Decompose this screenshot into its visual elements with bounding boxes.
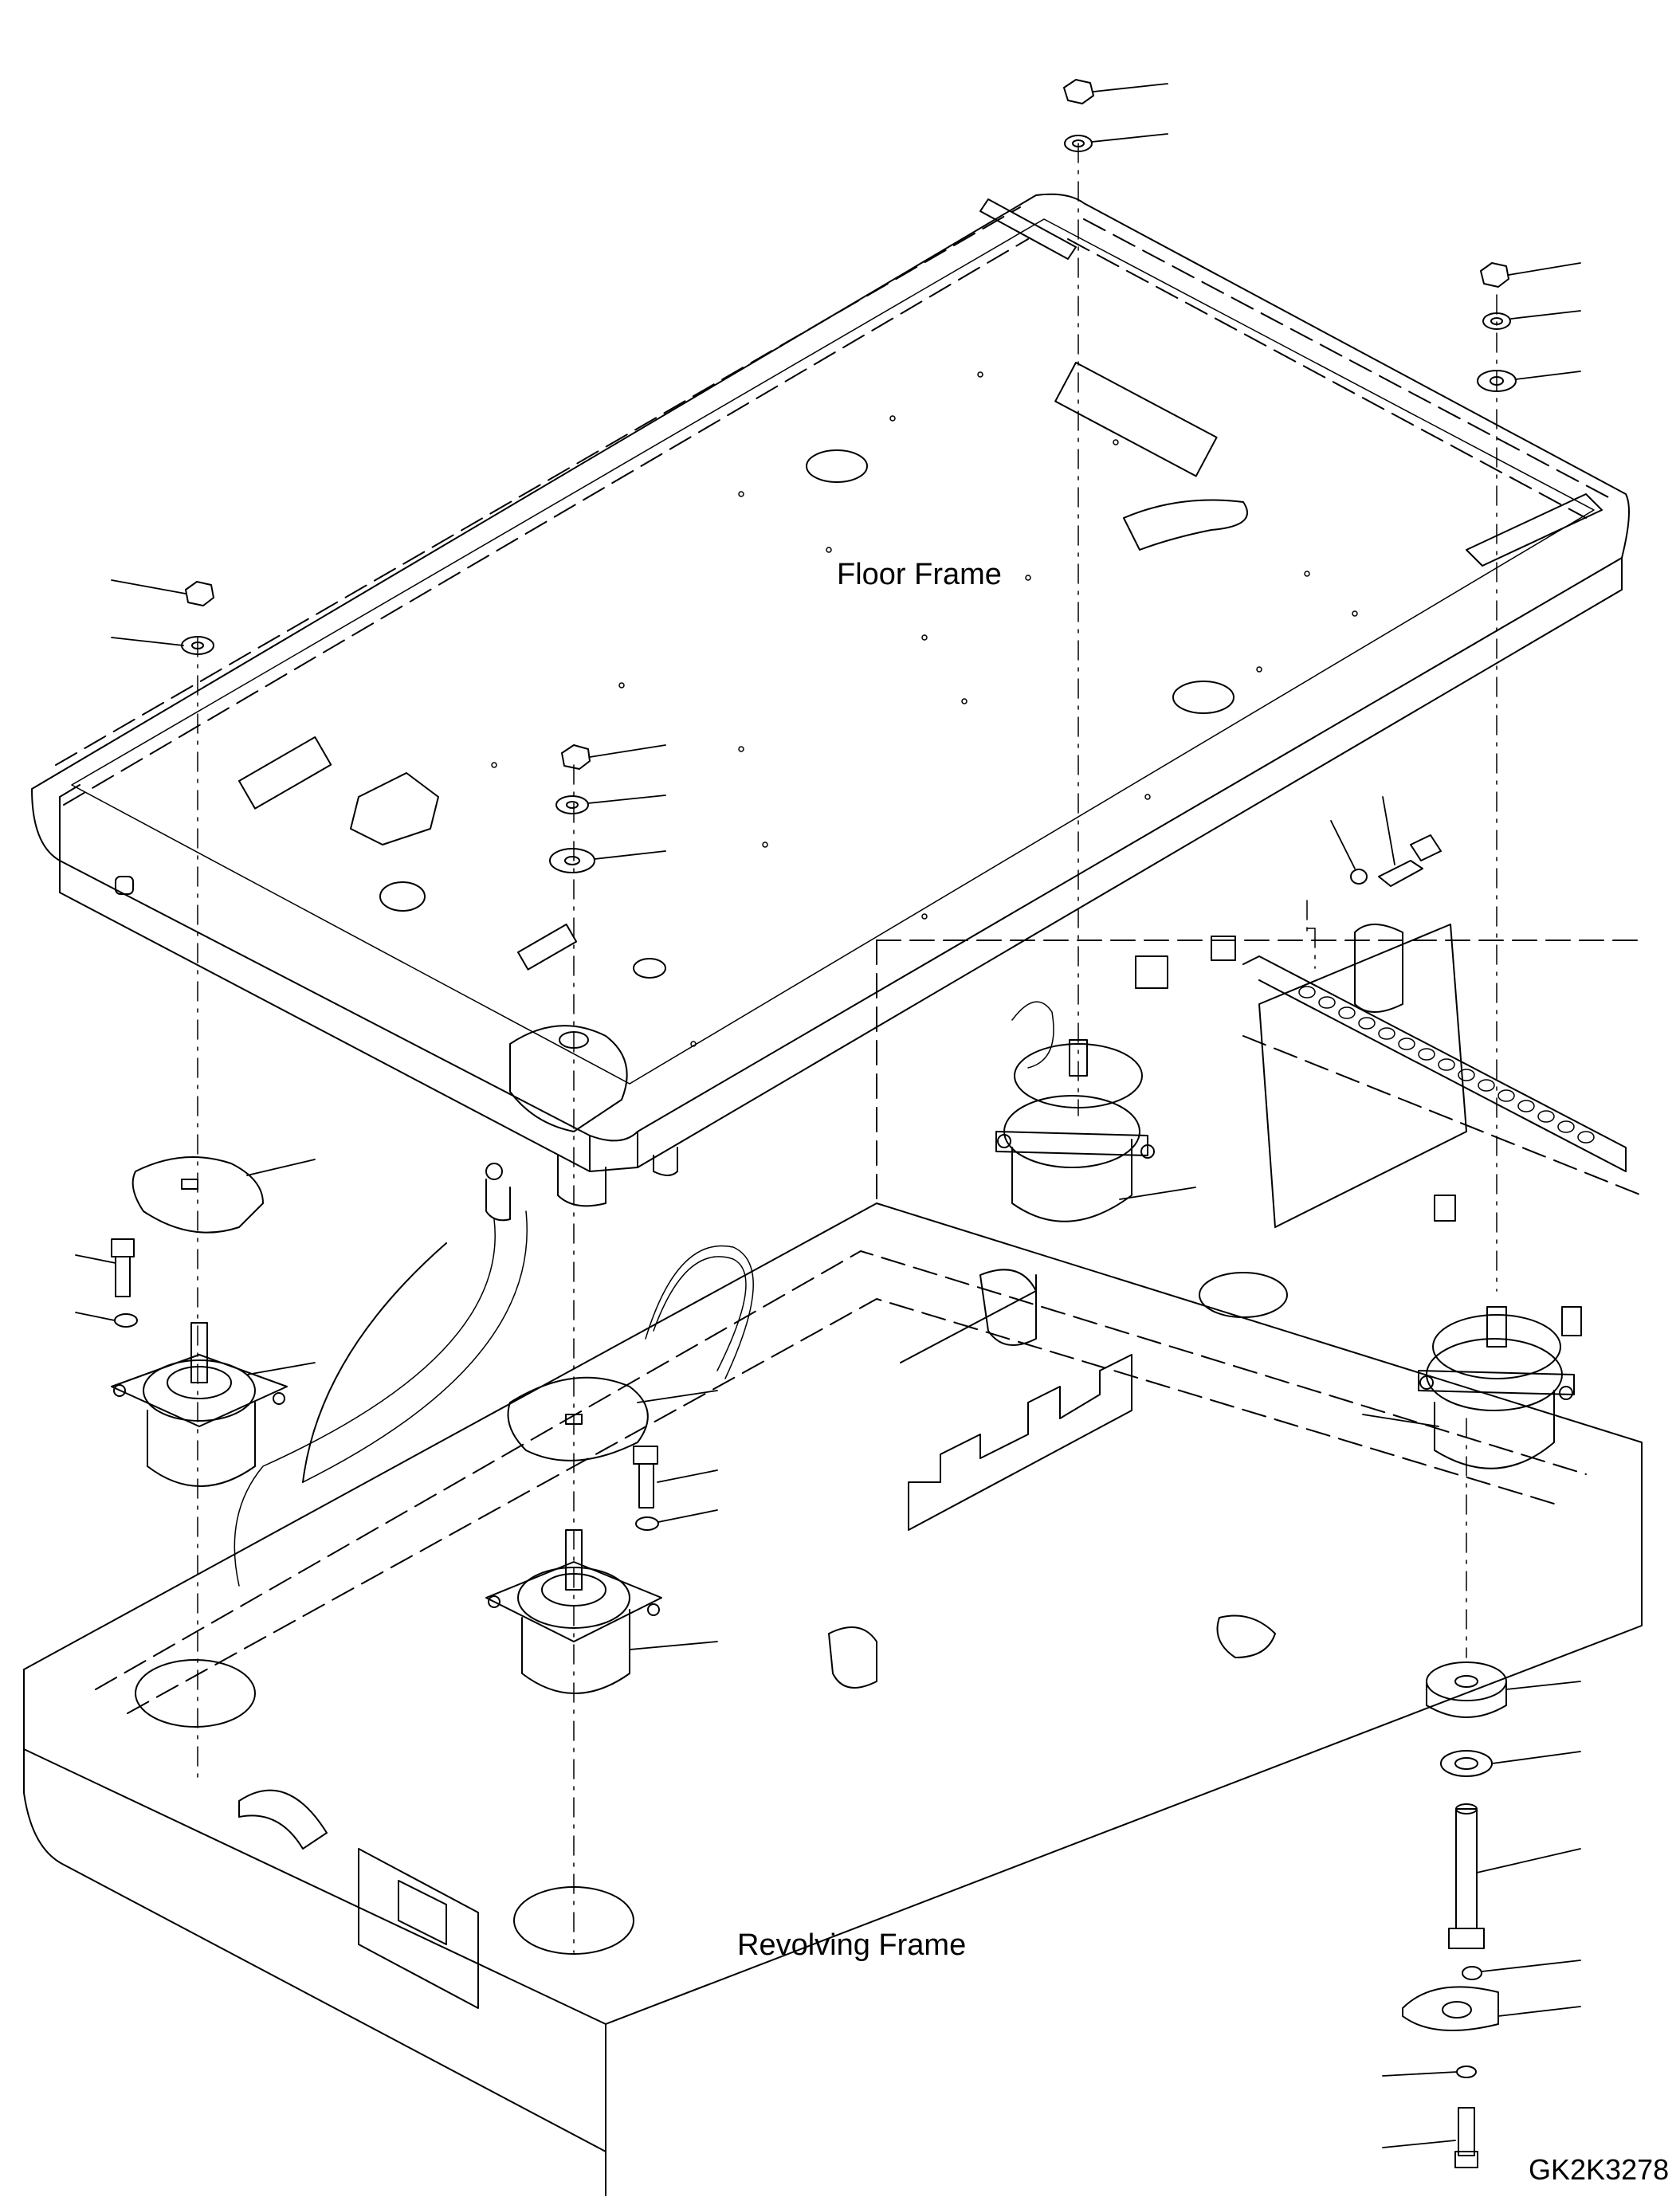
floor-frame-label: Floor Frame bbox=[837, 558, 1002, 591]
drawing-code-label: GK2K3278 bbox=[1529, 2153, 1670, 2186]
mount-assembly-center bbox=[485, 744, 662, 1694]
revolving-frame-label: Revolving Frame bbox=[737, 1928, 967, 1962]
revolving-frame bbox=[23, 924, 1643, 2196]
side-bolt-assembly bbox=[1350, 834, 1442, 887]
mount-assembly-right bbox=[1402, 262, 1575, 2168]
leader-lines bbox=[75, 83, 1581, 2148]
center-lines bbox=[197, 143, 1497, 1953]
floor-frame bbox=[31, 193, 1630, 1222]
mount-assembly-left bbox=[111, 581, 288, 1487]
mount-assembly-top-center bbox=[995, 79, 1155, 1222]
